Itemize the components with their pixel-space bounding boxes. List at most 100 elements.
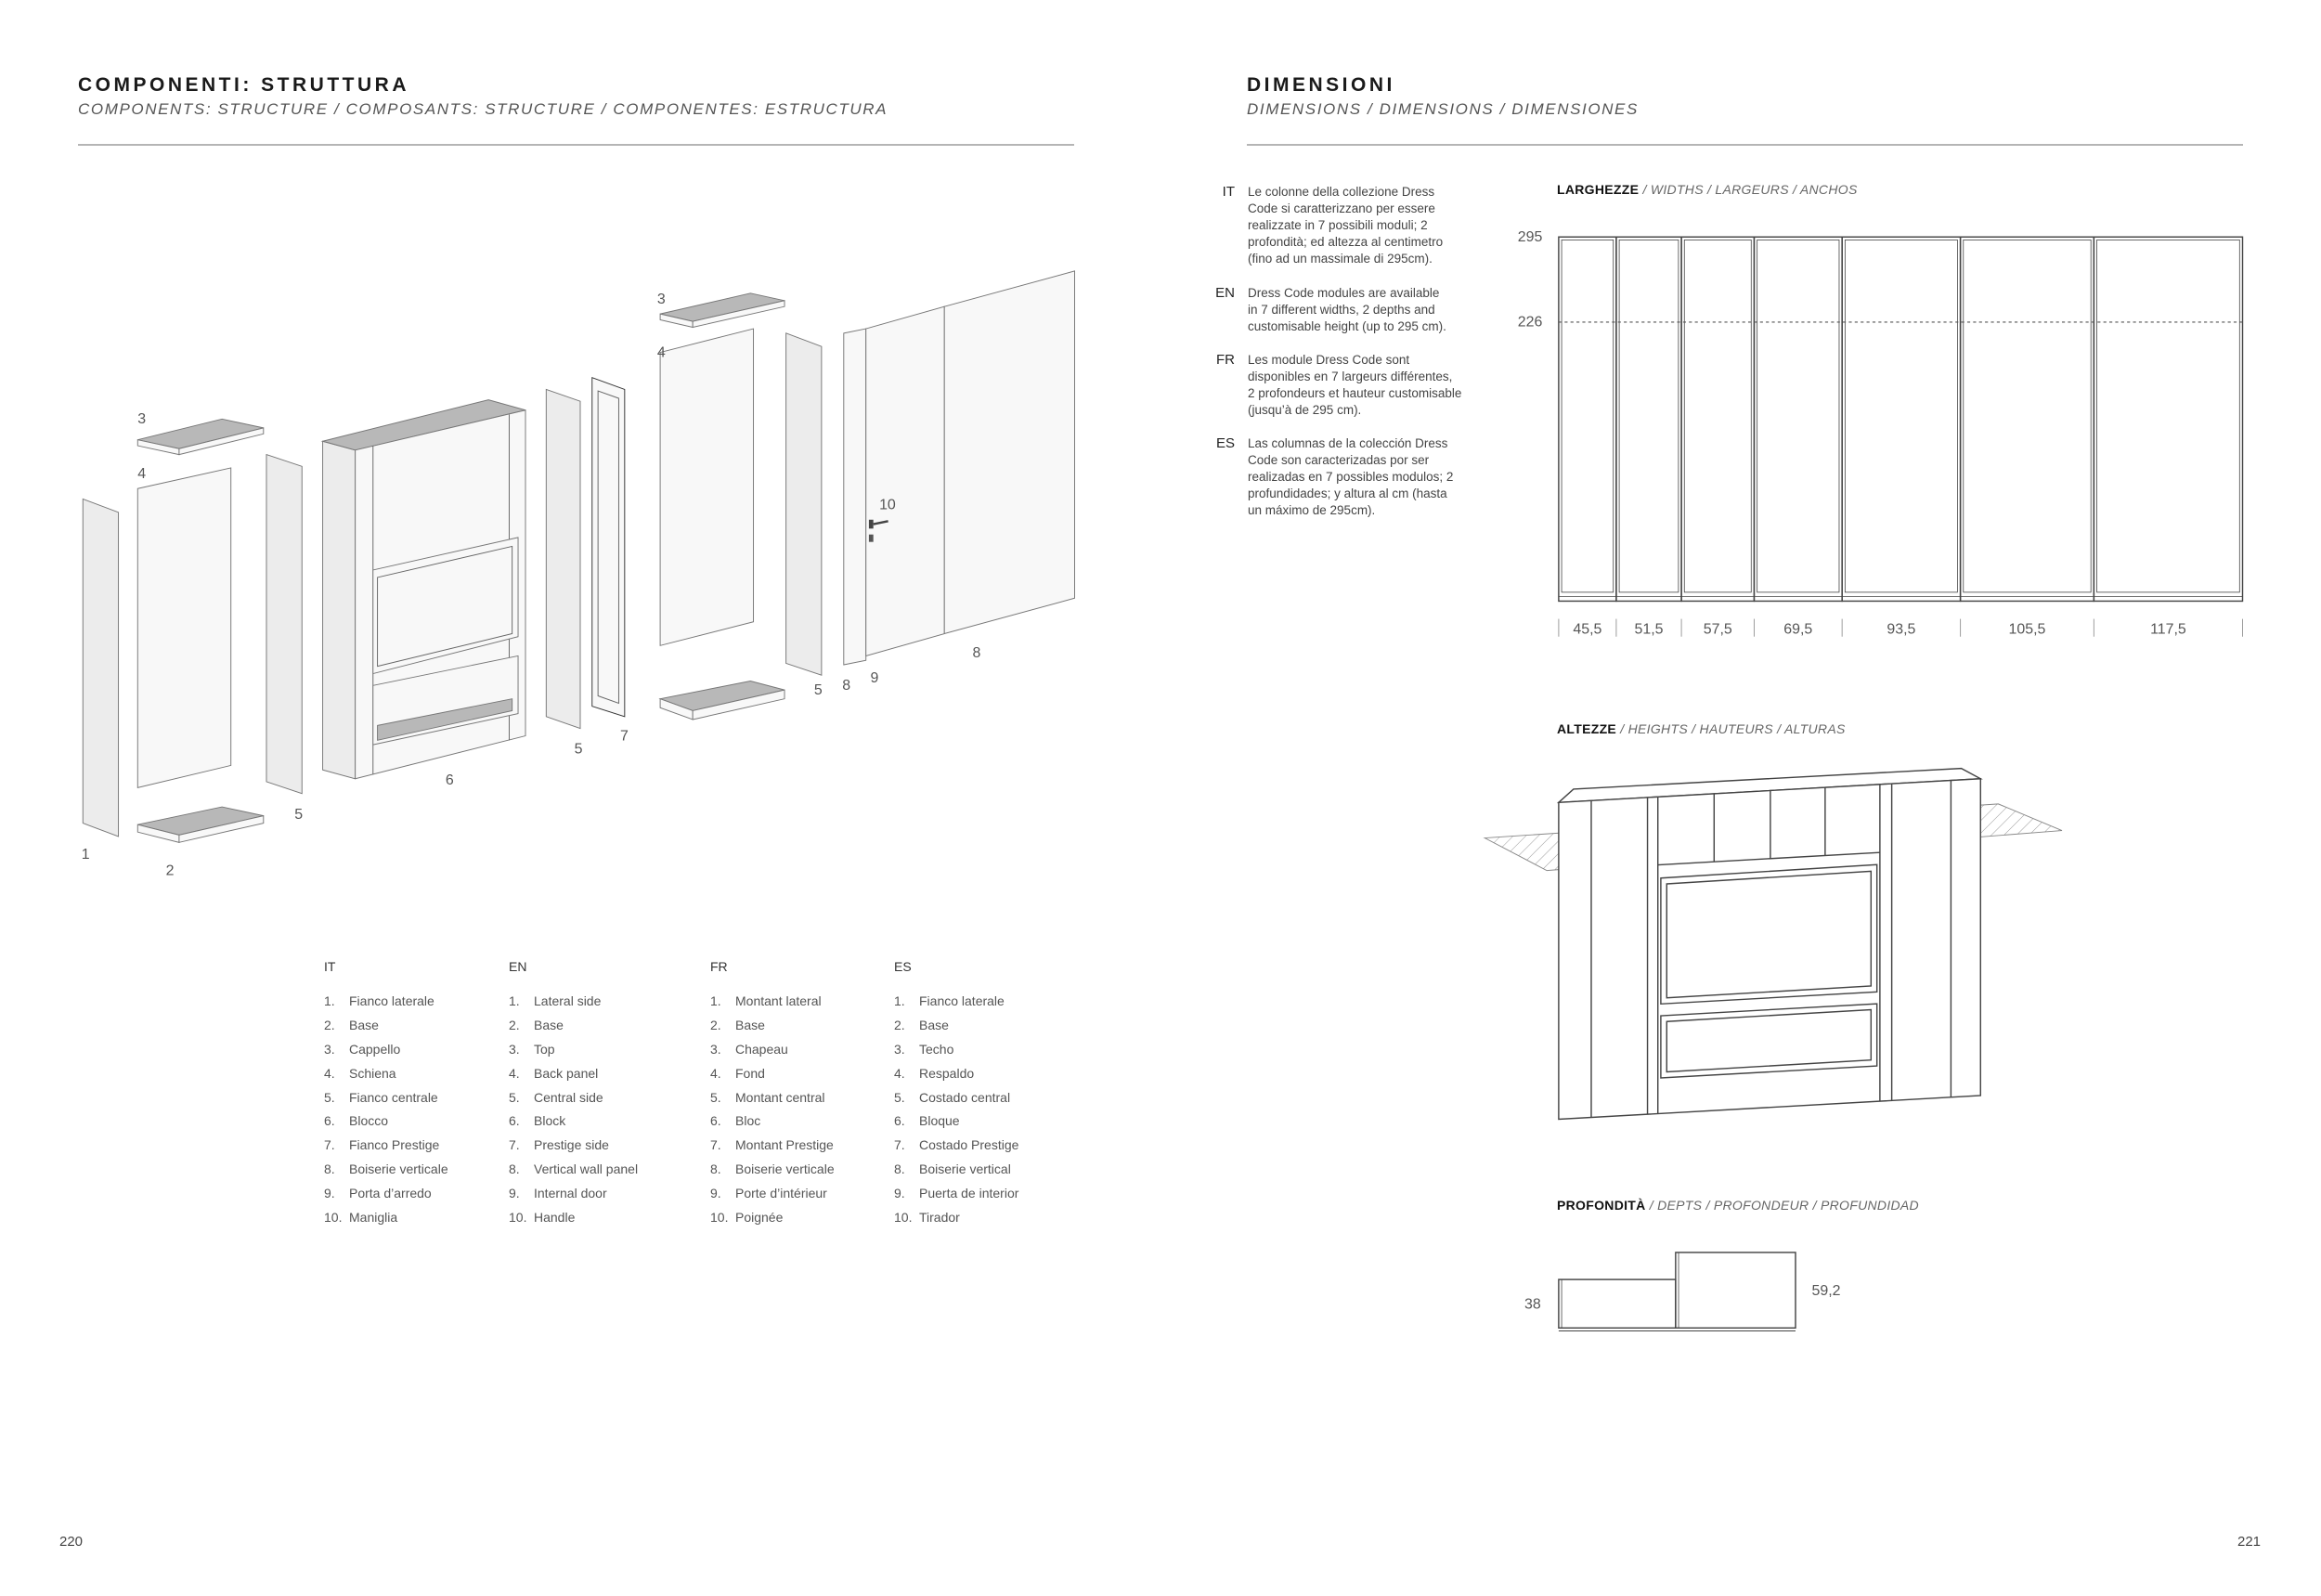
legend-item-number: 5. xyxy=(509,1089,520,1105)
left-header-divider xyxy=(78,144,1074,146)
legend-item-label: Boiserie verticale xyxy=(735,1161,835,1177)
diagram-label: 8 xyxy=(973,645,981,661)
width-module-6 xyxy=(1959,236,2095,603)
legend-item-label: Fianco centrale xyxy=(349,1089,438,1105)
legend-item-number: 10. xyxy=(324,1210,343,1226)
widths-heading-translations: / WIDTHS / LARGEURS / ANCHOS xyxy=(1639,182,1858,197)
legend-item: 6.Block xyxy=(509,1113,710,1137)
legend-item: 5.Fianco centrale xyxy=(324,1090,509,1114)
desc-text-it: Le colonne della collezione Dress Code s… xyxy=(1248,185,1444,266)
depths-heading: PROFONDITÀ / DEPTS / PROFONDEUR / PROFUN… xyxy=(1557,1198,1919,1213)
legend-item: 4.Respaldo xyxy=(894,1066,1070,1090)
legend-item: 7.Prestige side xyxy=(509,1137,710,1161)
legend-item-number: 2. xyxy=(710,1017,721,1032)
legend-item-number: 5. xyxy=(894,1089,905,1105)
width-module-inner xyxy=(1618,240,1679,593)
heights-heading-bold: ALTEZZE xyxy=(1557,721,1617,736)
depths-heading-bold: PROFONDITÀ xyxy=(1557,1198,1646,1213)
prestige-side-frame xyxy=(591,377,626,718)
legend-item-label: Poignée xyxy=(735,1210,784,1226)
legend-item: 7.Fianco Prestige xyxy=(324,1137,509,1161)
legend-language-heading: IT xyxy=(324,959,336,974)
legend-item: 2. Base xyxy=(894,1018,1070,1042)
legend-item-number: 3. xyxy=(710,1041,721,1057)
legend-item: 8.Vertical wall panel xyxy=(509,1161,710,1186)
heights-perspective-drawing xyxy=(1483,767,2063,1121)
legend-item-number: 10. xyxy=(509,1210,527,1226)
legend-item: 3.Chapeau xyxy=(710,1042,894,1066)
legend-item: 9.Puerta de interior xyxy=(894,1186,1070,1210)
legend-item-label: Techo xyxy=(919,1041,954,1057)
legend-item-number: 2. xyxy=(894,1017,905,1032)
heights-heading-translations: / HEIGHTS / HAUTEURS / ALTURAS xyxy=(1616,721,1846,736)
width-module-7 xyxy=(2093,236,2244,603)
depth-label-38: 38 xyxy=(1524,1297,1541,1313)
legend-language-heading: ES xyxy=(894,959,912,974)
legend-item-label: Montant lateral xyxy=(735,993,822,1008)
legend-item-label: Internal door xyxy=(534,1186,607,1201)
legend-item: 3.Top xyxy=(509,1042,710,1066)
desc-text-fr: Les module Dress Code sont disponibles e… xyxy=(1248,353,1462,417)
legend-item: 6.Blocco xyxy=(324,1113,509,1137)
door-and-wall-panel xyxy=(843,270,1076,666)
legend-item: 8.Boiserie verticale xyxy=(710,1161,894,1186)
width-module-5 xyxy=(1841,236,1962,603)
legend-item-label: Bloc xyxy=(735,1113,761,1129)
height-label: 226 xyxy=(1518,315,1543,331)
widths-heading-bold: LARGHEZZE xyxy=(1557,182,1640,197)
legend-item-number: 6. xyxy=(894,1113,905,1129)
legend-item: 9.Porta d’arredo xyxy=(324,1186,509,1210)
desc-text-es: Las columnas de la colección Dress Code … xyxy=(1248,436,1454,517)
legend-language-heading: FR xyxy=(710,959,728,974)
legend-item: 10.Poignée xyxy=(710,1210,894,1234)
legend-item-number: 10. xyxy=(894,1210,913,1226)
desc-lang-fr: FR xyxy=(1216,352,1235,368)
legend-item-number: 7. xyxy=(710,1137,721,1153)
legend-item: 8.Boiserie verticale xyxy=(324,1161,509,1186)
width-value-label: 57,5 xyxy=(1704,622,1732,638)
legend-item-label: Block xyxy=(534,1113,566,1129)
desc-lang-it: IT xyxy=(1222,184,1235,200)
legend-item-number: 3. xyxy=(324,1041,335,1057)
legend-item-number: 7. xyxy=(324,1137,335,1153)
top-slab-left xyxy=(136,418,265,456)
legend-item-label: Top xyxy=(534,1041,555,1057)
diagram-label: 9 xyxy=(871,670,879,686)
legend-item-label: Fianco laterale xyxy=(919,993,1005,1008)
right-page-subtitle: DIMENSIONS / DIMENSIONS / DIMENSIONES xyxy=(1247,100,1639,118)
legend-item-number: 9. xyxy=(509,1186,520,1201)
legend-item: 2. Base xyxy=(710,1018,894,1042)
page-number-right: 221 xyxy=(2237,1534,2262,1550)
legend-item: 7.Montant Prestige xyxy=(710,1137,894,1161)
width-value-label: 51,5 xyxy=(1634,622,1663,638)
diagram-label: 4 xyxy=(137,466,146,482)
legend-item-label: Boiserie vertical xyxy=(919,1161,1011,1177)
legend-item-number: 9. xyxy=(894,1186,905,1201)
handle-icon xyxy=(868,519,874,529)
legend-item-label: Base xyxy=(534,1017,564,1032)
legend-item-number: 5. xyxy=(710,1089,721,1105)
legend-item-label: Fond xyxy=(735,1065,765,1081)
legend-item-label: Base xyxy=(735,1017,765,1032)
legend-item-number: 1. xyxy=(324,993,335,1008)
legend-item-label: Boiserie verticale xyxy=(349,1161,448,1177)
left-page-title: COMPONENTI: STRUTTURA xyxy=(78,74,409,96)
legend-item: 4.Fond xyxy=(710,1066,894,1090)
legend-item: 2.Base xyxy=(324,1018,509,1042)
legend-item-number: 1. xyxy=(710,993,721,1008)
lateral-side-panel xyxy=(82,498,120,837)
diagram-label: 2 xyxy=(166,863,175,878)
legend-item-label: Central side xyxy=(534,1089,603,1105)
central-side-panel-left xyxy=(266,453,303,795)
legend-item-label: Bloque xyxy=(919,1113,960,1129)
width-module-inner xyxy=(1683,240,1752,593)
legend-item: 9. Internal door xyxy=(509,1186,710,1210)
legend-item: 1.Fianco laterale xyxy=(324,993,509,1018)
legend-item-label: Base xyxy=(919,1017,949,1032)
width-module-inner xyxy=(1844,240,1958,593)
width-module-1 xyxy=(1558,236,1617,603)
legend-item-number: 1. xyxy=(894,993,905,1008)
